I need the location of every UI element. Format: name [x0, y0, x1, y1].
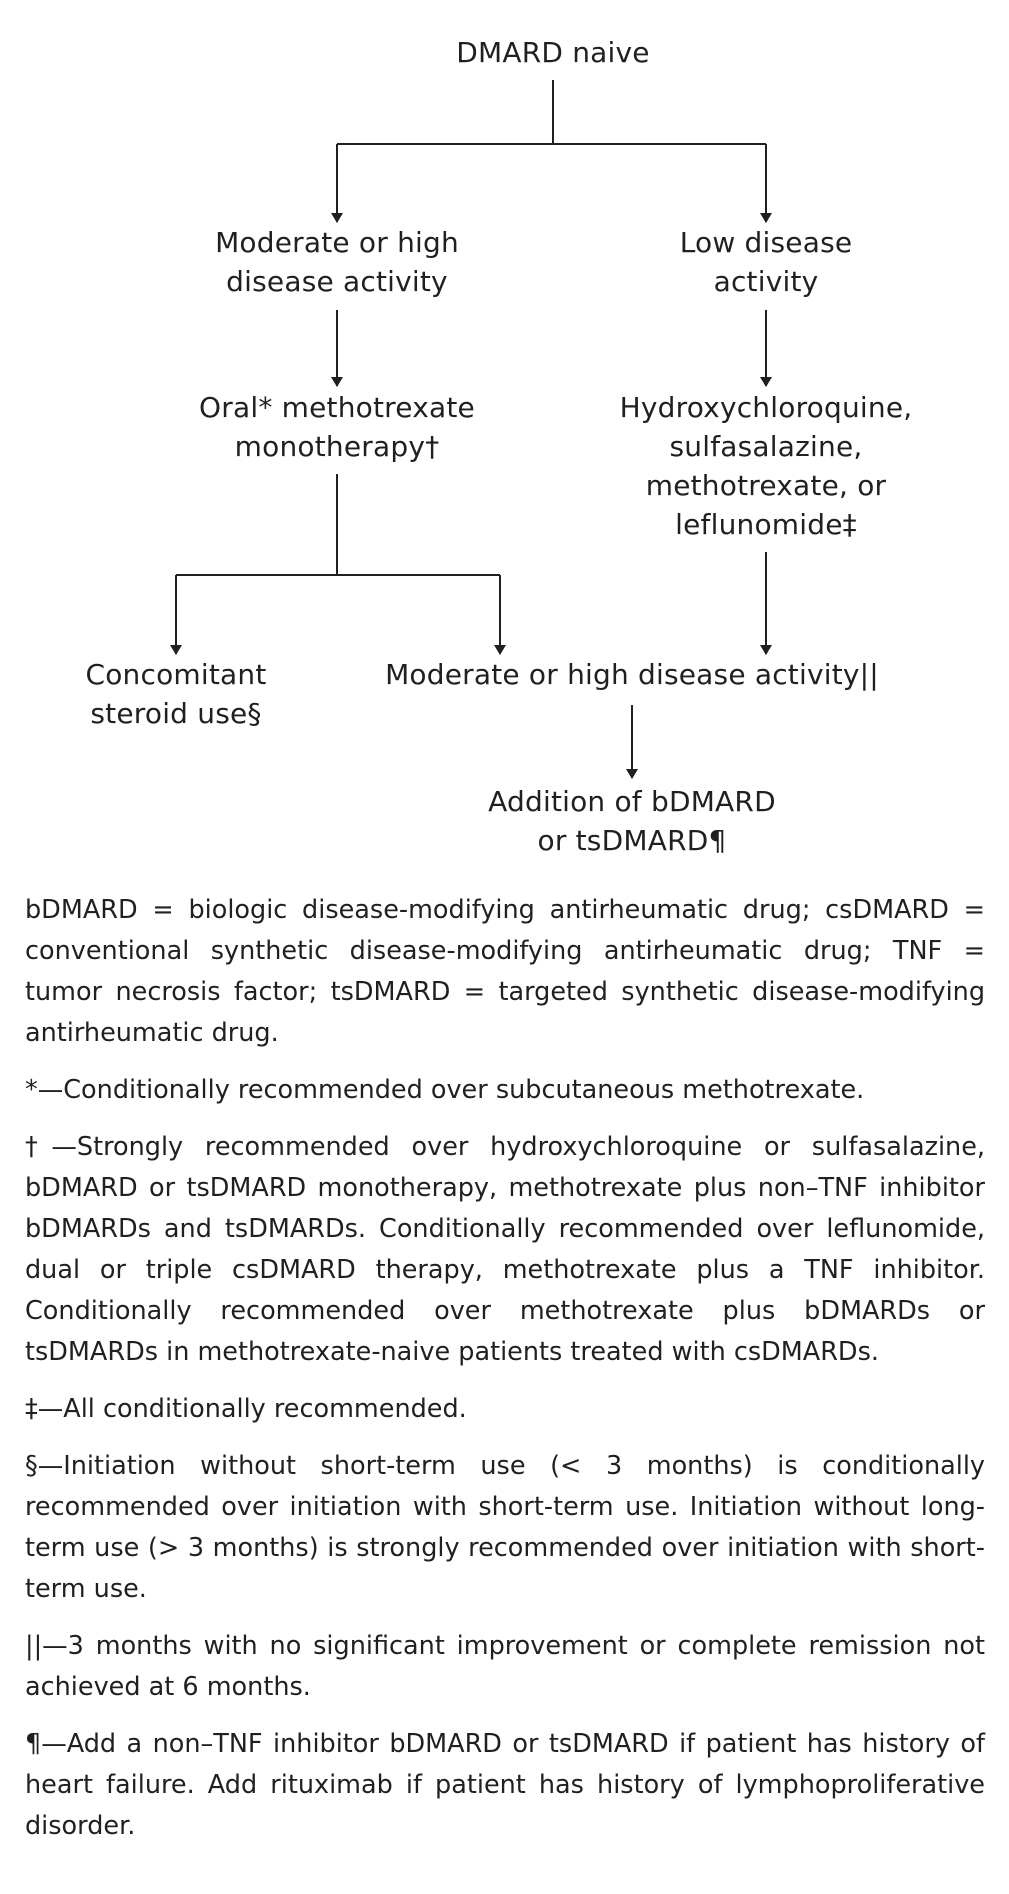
node-persistent-activity: Moderate or high disease activity|| [362, 655, 902, 694]
connector-methotrexate-split [176, 474, 500, 576]
node-line: steroid use§ [90, 697, 262, 730]
node-line: methotrexate, or [645, 469, 887, 502]
footnotes: bDMARD = biologic disease-modifying anti… [25, 890, 985, 1863]
node-line: Low disease [679, 226, 853, 259]
node-line: Addition of bDMARD [488, 785, 776, 818]
node-line: disease activity [226, 265, 448, 298]
footnote-parallel: ||—3 months with no significant improvem… [25, 1631, 985, 1702]
node-line: Moderate or high disease activity|| [385, 658, 879, 691]
footnote-double-dagger: ‡—All conditionally recommended. [25, 1394, 467, 1424]
node-conventional-dmards: Hydroxychloroquine, sulfasalazine, metho… [586, 388, 946, 544]
node-line: Hydroxychloroquine, [619, 391, 913, 424]
node-add-bdmard: Addition of bDMARD or tsDMARD¶ [462, 782, 802, 860]
node-line: monotherapy† [234, 430, 440, 463]
node-oral-methotrexate: Oral* methotrexate monotherapy† [157, 388, 517, 466]
connector-root [337, 80, 766, 145]
abbreviation-note: bDMARD = biologic disease-modifying anti… [25, 895, 985, 1048]
node-line: or tsDMARD¶ [537, 824, 727, 857]
node-line: Oral* methotrexate [199, 391, 475, 424]
node-moderate-high-activity: Moderate or high disease activity [177, 223, 497, 301]
footnote-section: §—Initiation without short-term use (< 3… [25, 1451, 985, 1604]
flowchart-connectors [170, 80, 772, 779]
node-line: leflunomide‡ [675, 508, 857, 541]
node-line: Moderate or high [215, 226, 459, 259]
node-line: Concomitant [85, 658, 267, 691]
footnote-pilcrow: ¶—Add a non–TNF inhibitor bDMARD or tsDM… [25, 1729, 985, 1841]
node-line: sulfasalazine, [669, 430, 863, 463]
footnote-asterisk: *—Conditionally recommended over subcuta… [25, 1075, 865, 1105]
node-line: activity [713, 265, 819, 298]
node-concomitant-steroid: Concomitant steroid use§ [51, 655, 301, 733]
footnote-dagger: †—Strongly recommended over hydroxychlor… [25, 1132, 985, 1367]
node-dmard-naive-label: DMARD naive [456, 36, 650, 69]
treatment-flowchart: DMARD naive Moderate or high disease act… [0, 0, 1009, 870]
node-dmard-naive: DMARD naive [403, 33, 703, 72]
node-low-activity: Low disease activity [626, 223, 906, 301]
